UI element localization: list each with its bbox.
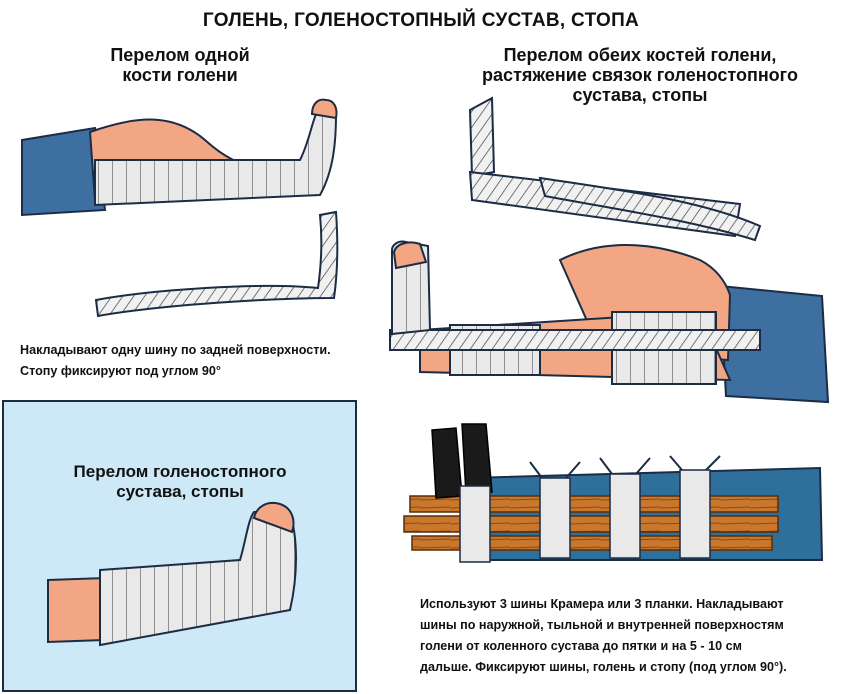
one-bone-fracture-caption: Накладывают одну шину по задней поверхно…	[20, 343, 331, 378]
heading-one-bone-fracture: Перелом одной кости голени	[110, 45, 250, 85]
three-splints-leg-illustration	[403, 423, 824, 563]
three-splints-caption: Используют 3 шины Крамера или 3 планки. …	[420, 597, 787, 674]
page-title: ГОЛЕНЬ, ГОЛЕНОСТОПНЫЙ СУСТАВ, СТОПА	[202, 10, 640, 31]
cramer-splint-set-illustration	[468, 96, 762, 242]
heading-ankle-fracture: Перелом голеностопного сустава, стопы	[73, 462, 287, 501]
heading-both-bones-fracture: Перелом обеих костей голени, растяжение …	[482, 45, 798, 105]
ankle-fracture-leg-illustration	[47, 502, 297, 647]
posterior-splint-illustration	[94, 210, 339, 318]
both-bones-fracture-leg-illustration	[389, 240, 830, 404]
one-bone-fracture-leg-illustration	[21, 98, 338, 217]
